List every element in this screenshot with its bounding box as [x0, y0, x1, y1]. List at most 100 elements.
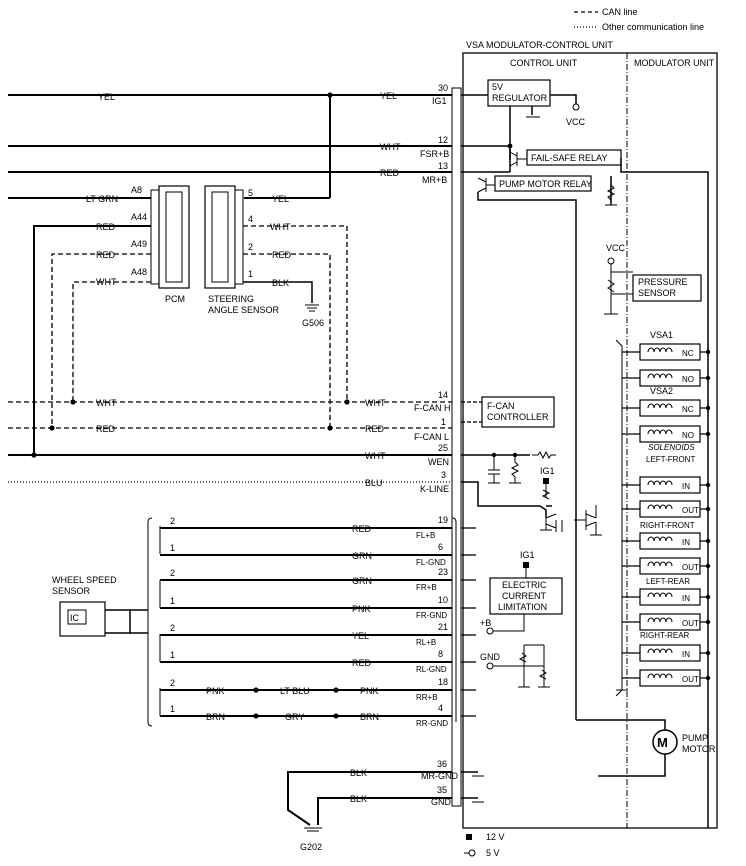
- svg-text:G202: G202: [300, 842, 322, 852]
- svg-text:4: 4: [248, 214, 253, 224]
- svg-text:A44: A44: [131, 212, 147, 222]
- wheel-pin-num: 19: [438, 515, 448, 525]
- svg-text:IC: IC: [70, 613, 80, 623]
- svg-text:G506: G506: [302, 318, 324, 328]
- svg-text:WHT: WHT: [365, 451, 386, 461]
- svg-text:LEFT-REAR: LEFT-REAR: [646, 577, 690, 586]
- svg-text:VCC: VCC: [606, 243, 626, 253]
- wheel-wire: RED: [352, 658, 372, 668]
- wheel-wire: YEL: [352, 631, 369, 641]
- pcm: PCM: [150, 185, 190, 304]
- solenoids: VSA1 VSA2 SOLENOIDS LEFT-FRONT RIGHT-FRO…: [640, 330, 695, 640]
- modulator-unit-label: MODULATOR UNIT: [634, 58, 715, 68]
- svg-text:REGULATOR: REGULATOR: [492, 93, 548, 103]
- fcan-controller: F-CAN CONTROLLER: [461, 396, 555, 428]
- solenoid-row: IN: [622, 644, 711, 662]
- wheel-side-pin: 2: [170, 623, 175, 633]
- svg-text:IG1: IG1: [520, 550, 535, 560]
- svg-text:WEN: WEN: [428, 457, 449, 467]
- wheel-side-pin: 1: [170, 650, 175, 660]
- control-unit-label: CONTROL UNIT: [510, 58, 578, 68]
- pump-motor: M PUMP MOTOR: [576, 719, 716, 777]
- pin-name-fsrb: FSR+B: [420, 149, 449, 159]
- solenoid-tag: OUT: [682, 506, 699, 515]
- svg-text:BLK: BLK: [350, 794, 367, 804]
- svg-text:K-LINE: K-LINE: [420, 484, 449, 494]
- pin-name-ig1: IG1: [432, 96, 447, 106]
- svg-text:CURRENT: CURRENT: [502, 591, 547, 601]
- wheel-rows: 2RED19FL+B1GRN6FL-GND2GRN23FR+B1PNK10FR-…: [130, 515, 476, 728]
- wheel-pin-num: 10: [438, 595, 448, 605]
- wheel-wire: RED: [352, 524, 372, 534]
- svg-text:RED: RED: [96, 222, 116, 232]
- svg-text:A49: A49: [131, 239, 147, 249]
- svg-text:5V: 5V: [492, 82, 503, 92]
- fail-safe-relay: FAIL-SAFE RELAY: [509, 149, 622, 167]
- svg-text:5 V: 5 V: [486, 848, 500, 858]
- svg-text:IG1: IG1: [540, 466, 555, 476]
- wire-label-wht: WHT: [380, 142, 401, 152]
- svg-text:VSA2: VSA2: [650, 386, 673, 396]
- svg-text:SENSOR: SENSOR: [638, 288, 677, 298]
- svg-text:YEL: YEL: [272, 194, 289, 204]
- wheel-wire: PNK: [352, 604, 371, 614]
- solenoid-tag: OUT: [682, 619, 699, 628]
- svg-text:12 V: 12 V: [486, 832, 505, 842]
- solenoid-row: IN: [622, 532, 711, 550]
- svg-text:25: 25: [438, 443, 448, 453]
- pin-num-30: 30: [438, 83, 448, 93]
- pin-num-13: 13: [438, 161, 448, 171]
- svg-text:5: 5: [248, 188, 253, 198]
- solenoid-tag: OUT: [682, 675, 699, 684]
- svg-text:GND: GND: [431, 797, 452, 807]
- svg-text:A8: A8: [131, 185, 142, 195]
- rr-splice-label: PNK: [206, 686, 225, 696]
- rr-wire: BRN: [360, 712, 379, 722]
- kline-circuit: IG1: [461, 466, 602, 536]
- svg-text:RED: RED: [272, 250, 292, 260]
- can-lines: [8, 401, 452, 429]
- solenoid-row: OUT: [622, 669, 711, 687]
- rr-wire: PNK: [360, 686, 379, 696]
- svg-text:WHT: WHT: [96, 277, 117, 287]
- svg-text:SENSOR: SENSOR: [52, 586, 91, 596]
- vcc-top: VCC: [566, 103, 586, 127]
- pin-name-mrb: MR+B: [422, 175, 447, 185]
- pin-labels-top: YEL 30 IG1 WHT 12 FSR+B RED 13 MR+B: [380, 83, 449, 185]
- svg-text:RED: RED: [96, 424, 116, 434]
- wheel-pin-name: RL-GND: [416, 665, 447, 674]
- pressure-sensor: VCC PRESSURE SENSOR: [604, 243, 702, 315]
- solenoid-tag: NO: [682, 375, 694, 384]
- solenoid-row: NC: [622, 343, 711, 361]
- steering-label-2: ANGLE SENSOR: [208, 305, 280, 315]
- wheel-pin-name: RL+B: [416, 638, 436, 647]
- power-wires: [8, 94, 452, 199]
- solenoid-row: OUT: [622, 613, 711, 631]
- solenoid-tag: IN: [682, 482, 690, 491]
- solenoid-row: OUT: [622, 557, 711, 575]
- solenoid-tag: IN: [682, 594, 690, 603]
- svg-text:+B: +B: [480, 618, 491, 628]
- pump-motor-relay: PUMP MOTOR RELAY: [477, 175, 592, 193]
- svg-text:PUMP: PUMP: [682, 733, 708, 743]
- solenoid-row: IN: [622, 588, 711, 606]
- wheel-pin-name: RR+B: [416, 693, 438, 702]
- wheel-speed-sensor: WHEEL SPEED SENSOR IC: [52, 575, 131, 637]
- wheel-pin-num: 4: [438, 703, 443, 713]
- wire-label-red: RED: [380, 168, 400, 178]
- wheel-pin-name: FR-GND: [416, 611, 447, 620]
- wheel-pin-num: 21: [438, 622, 448, 632]
- svg-text:RED: RED: [365, 424, 385, 434]
- unit-title: VSA MODULATOR-CONTROL UNIT: [466, 40, 613, 50]
- svg-text:GND: GND: [480, 652, 501, 662]
- solenoid-tag: IN: [682, 650, 690, 659]
- solenoid-tag: OUT: [682, 563, 699, 572]
- svg-text:WHT: WHT: [365, 398, 386, 408]
- pcm-label: PCM: [165, 294, 185, 304]
- pin-num-12: 12: [438, 135, 448, 145]
- svg-text:MR-GND: MR-GND: [421, 771, 458, 781]
- steering-angle-sensor: STEERING ANGLE SENSOR: [204, 185, 280, 315]
- svg-text:ELECTRIC: ELECTRIC: [502, 580, 547, 590]
